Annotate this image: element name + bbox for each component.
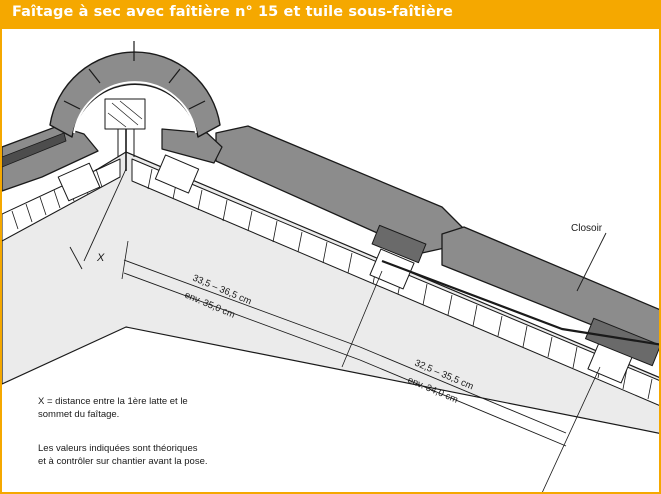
counter-batten-left xyxy=(57,162,101,202)
closoir-band xyxy=(381,259,659,346)
ridge-tile-arch-inner xyxy=(73,81,197,134)
dimension-1-upper xyxy=(123,259,361,348)
tile-nib-2 xyxy=(585,317,659,367)
note-values-line-2: et à contrôler sur chantier avant la pos… xyxy=(38,456,208,467)
closoir-label: Closoir xyxy=(571,223,603,234)
dimension-2-upper xyxy=(359,346,567,434)
dimension-1-lower xyxy=(123,272,361,361)
note-x-line-2: sommet du faîtage. xyxy=(38,409,120,420)
ridge-tile-joints xyxy=(63,41,206,110)
roof-tile-right-2 xyxy=(441,226,659,349)
title-bar: Faîtage à sec avec faîtière n° 15 et tui… xyxy=(2,0,659,29)
closoir-leader xyxy=(576,232,607,292)
dimension-x-line xyxy=(83,168,127,262)
counter-batten-right-2 xyxy=(369,248,415,290)
roof-tile-left-edge xyxy=(2,132,67,168)
roof-ridge-drawing: Closoir X 33,5 – 36,5 cm env. 35,0 cm 32… xyxy=(2,41,659,492)
counter-batten-right-1 xyxy=(154,154,200,194)
note-x-definition: X = distance entre la 1ère latte et le s… xyxy=(38,395,188,421)
tile-nib-1 xyxy=(371,224,427,264)
note-values-line-1: Les valeurs indiquées sont théoriques xyxy=(38,443,198,454)
note-x-line-1: X = distance entre la 1ère latte et le xyxy=(38,396,188,407)
x-label: X xyxy=(96,252,105,264)
note-values: Les valeurs indiquées sont théoriques et… xyxy=(38,442,208,468)
diagram-title: Faîtage à sec avec faîtière n° 15 et tui… xyxy=(12,4,453,20)
dimension-2-lower xyxy=(359,359,567,447)
